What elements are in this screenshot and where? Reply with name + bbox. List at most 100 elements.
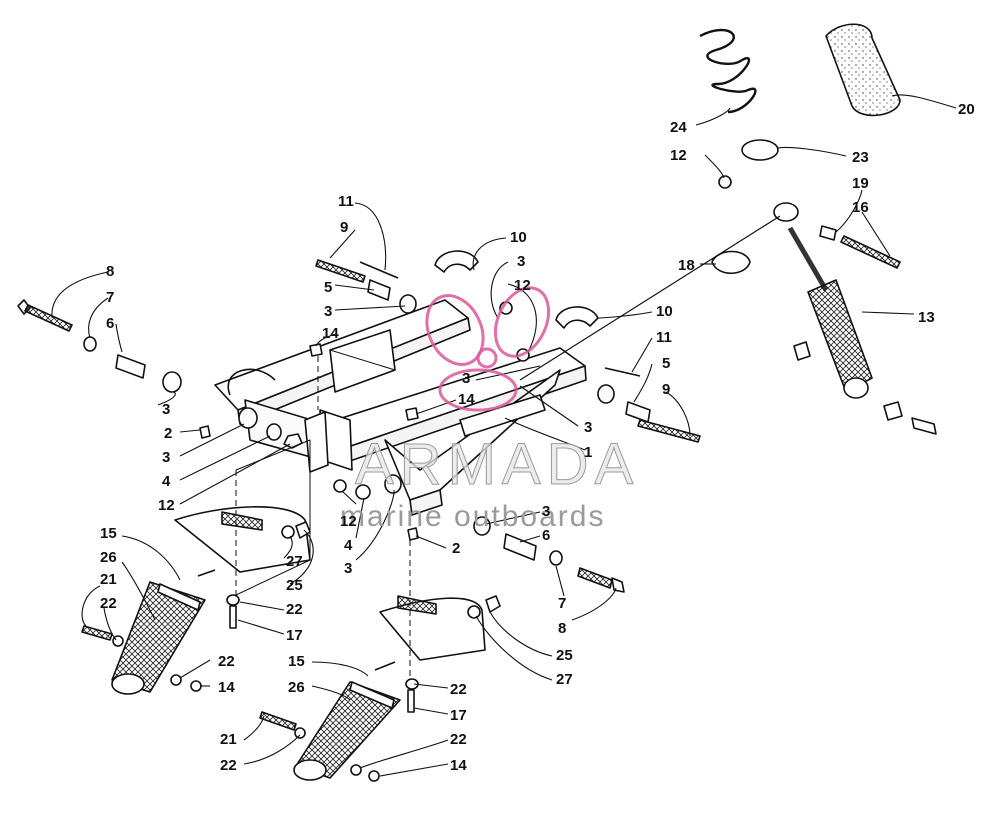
fitting-2-right bbox=[407, 527, 419, 541]
callout-27b: 27 bbox=[556, 671, 573, 688]
shock-hardware-lower-b bbox=[883, 401, 903, 421]
callout-22e: 22 bbox=[450, 731, 467, 748]
bolt-15-right bbox=[374, 661, 396, 671]
nut-14-mid bbox=[405, 407, 419, 421]
callout-5b: 5 bbox=[662, 355, 670, 372]
footrest-26-left bbox=[111, 506, 311, 695]
footrest-26-right bbox=[293, 595, 486, 781]
callout-24: 24 bbox=[670, 119, 687, 136]
callout-3d: 3 bbox=[517, 253, 525, 270]
callout-12b: 12 bbox=[340, 513, 357, 530]
callout-7a: 7 bbox=[106, 289, 114, 306]
callout-17b: 17 bbox=[450, 707, 467, 724]
callout-21b: 21 bbox=[220, 731, 237, 748]
bolt-17-left bbox=[229, 605, 237, 629]
callout-4b: 4 bbox=[344, 537, 353, 554]
callout-22d: 22 bbox=[450, 681, 467, 698]
callout-3e: 3 bbox=[462, 370, 470, 387]
callout-10b: 10 bbox=[656, 303, 673, 320]
callout-3c: 3 bbox=[324, 303, 332, 320]
callout-10a: 10 bbox=[510, 229, 527, 246]
bolt-9-upper bbox=[315, 259, 366, 283]
callout-3h: 3 bbox=[344, 560, 352, 577]
bolt-8-left bbox=[17, 299, 73, 332]
shock-hardware-lower-c bbox=[911, 417, 937, 435]
callout-22b: 22 bbox=[286, 601, 303, 618]
callout-14c: 14 bbox=[218, 679, 235, 696]
pin-11-right bbox=[604, 367, 641, 377]
watermark-brand: ARMADA bbox=[355, 432, 639, 497]
bushing-3-upper bbox=[399, 294, 417, 314]
callout-12d: 12 bbox=[670, 147, 687, 164]
bushing-3-left bbox=[162, 371, 182, 393]
callout-6b: 6 bbox=[542, 527, 550, 544]
bushing-3-left-b bbox=[238, 407, 258, 429]
callout-15a: 15 bbox=[100, 525, 117, 542]
washer-7-left bbox=[83, 336, 97, 352]
bushing-6-left bbox=[115, 354, 146, 379]
callout-9a: 9 bbox=[340, 219, 348, 236]
bolt-15-left bbox=[197, 569, 216, 577]
callout-4a: 4 bbox=[162, 473, 171, 490]
callout-3f: 3 bbox=[584, 419, 592, 436]
callout-25b: 25 bbox=[556, 647, 573, 664]
callout-23: 23 bbox=[852, 149, 869, 166]
callout-25a: 25 bbox=[286, 577, 303, 594]
callout-14d: 14 bbox=[450, 757, 467, 774]
callout-8a: 8 bbox=[106, 263, 114, 280]
callout-21a: 21 bbox=[100, 571, 117, 588]
bushing-3-right bbox=[473, 516, 491, 536]
washer-4-left bbox=[266, 423, 282, 441]
callout-11a: 11 bbox=[338, 193, 354, 210]
cap-10-upper bbox=[434, 250, 479, 273]
callout-22c: 22 bbox=[218, 653, 235, 670]
bolt-16 bbox=[840, 235, 901, 269]
panel-outline bbox=[235, 439, 311, 596]
nut-14-left bbox=[190, 680, 202, 692]
callout-22a: 22 bbox=[100, 595, 117, 612]
spring-seat-23 bbox=[741, 139, 779, 161]
boot-20 bbox=[825, 23, 901, 117]
pin-11-upper bbox=[359, 261, 399, 279]
callout-20: 20 bbox=[958, 101, 975, 118]
callout-3a: 3 bbox=[162, 401, 170, 418]
bushing-3-lower bbox=[384, 474, 402, 494]
alignment-lines bbox=[235, 356, 411, 680]
washer-27-left bbox=[281, 525, 295, 539]
brand-watermark: ARMADA marine outboards bbox=[340, 286, 639, 533]
collar-18 bbox=[711, 250, 751, 275]
callout-22f: 22 bbox=[220, 757, 237, 774]
callout-26b: 26 bbox=[288, 679, 305, 696]
callout-14b: 14 bbox=[458, 391, 475, 408]
cap-10-right bbox=[555, 306, 599, 329]
spring-24 bbox=[699, 28, 757, 114]
callout-5a: 5 bbox=[324, 279, 332, 296]
callout-12c: 12 bbox=[514, 277, 531, 294]
nut-12-shock bbox=[718, 175, 732, 189]
callout-3g: 3 bbox=[542, 503, 550, 520]
shock-hardware-lower bbox=[793, 341, 811, 361]
callout-19: 19 bbox=[852, 175, 869, 192]
watermark-tagline: marine outboards bbox=[340, 500, 605, 533]
propeller-logo-icon bbox=[425, 286, 551, 412]
leader-lines bbox=[51, 94, 957, 777]
washer-22-mid bbox=[226, 594, 240, 606]
bushing-3-right-b bbox=[597, 384, 615, 404]
callout-11b: 11 bbox=[656, 329, 672, 346]
callout-18: 18 bbox=[678, 257, 695, 274]
bolt-21-right bbox=[259, 711, 297, 731]
bolt-9-right bbox=[637, 419, 701, 443]
callout-2b: 2 bbox=[452, 540, 460, 557]
washer-4-lower bbox=[355, 484, 371, 500]
washer-7-right bbox=[549, 550, 563, 566]
parts-layer bbox=[17, 23, 937, 782]
callout-7b: 7 bbox=[558, 595, 566, 612]
washer-27-right bbox=[467, 605, 481, 619]
callout-14a: 14 bbox=[322, 325, 339, 342]
suspension-arm-assembly bbox=[214, 299, 587, 516]
callout-27a: 27 bbox=[286, 553, 303, 570]
callout-labels: 1 2 2 3 3 3 3 3 3 3 3 4 4 5 5 6 6 7 7 8 … bbox=[100, 101, 975, 774]
callout-16: 16 bbox=[852, 199, 869, 216]
fitting-2-left bbox=[199, 425, 211, 439]
